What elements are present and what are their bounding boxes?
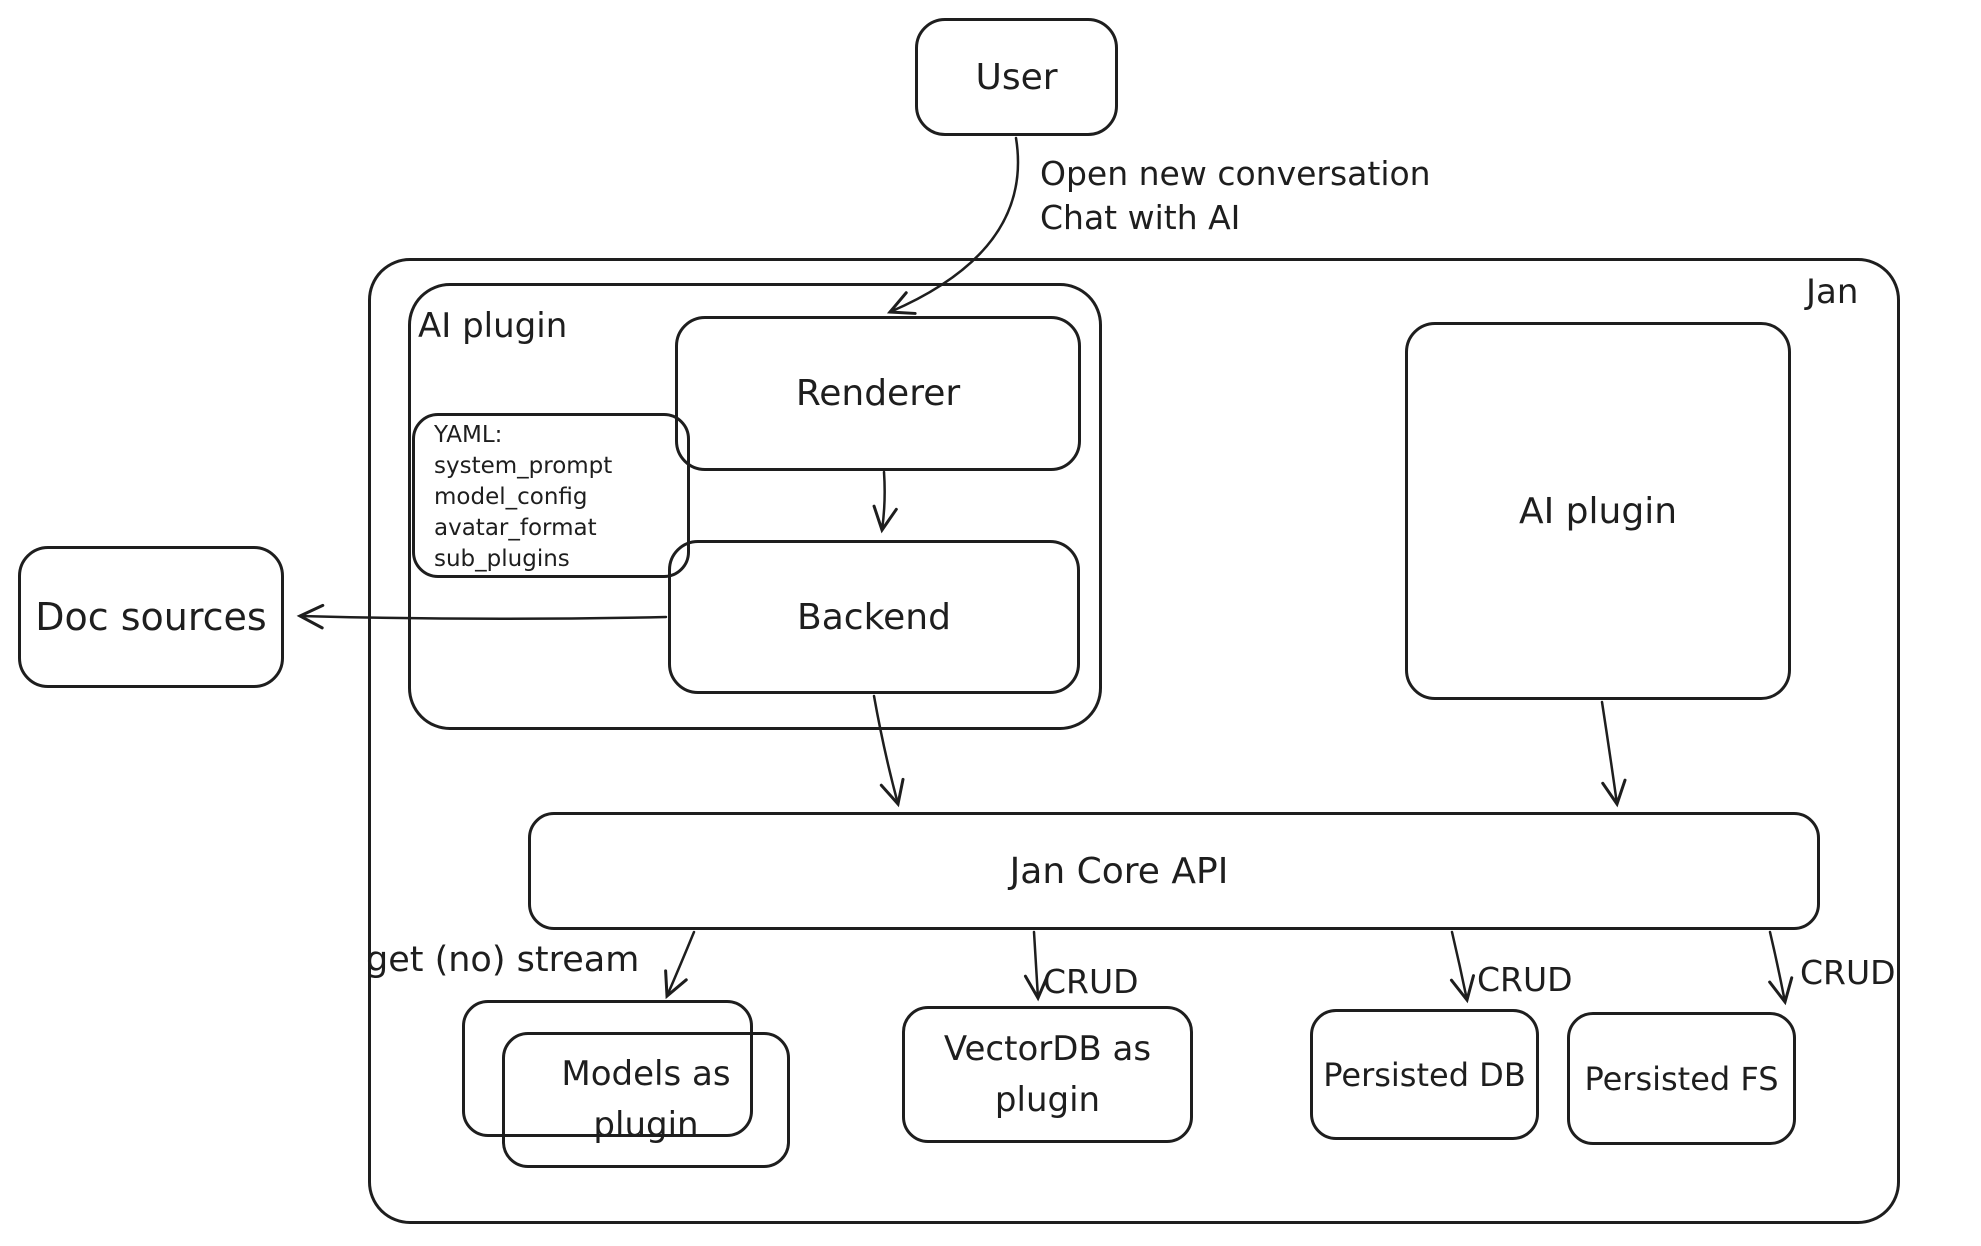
yaml-note-text: YAML: system_prompt model_config avatar_… (434, 420, 612, 575)
persisted-fs-node: Persisted FS (1567, 1012, 1796, 1145)
yaml-line: system_prompt (434, 453, 613, 479)
vectordb-node-label: VectorDB as plugin (943, 1028, 1152, 1120)
models-node: Models as plugin (502, 1032, 790, 1168)
jan-core-api-node-label: Jan Core API (1009, 850, 1229, 892)
user-node: User (915, 18, 1118, 136)
ai-plugin-container (408, 283, 1102, 730)
backend-node-label: Backend (797, 596, 951, 638)
persisted-db-node-label: Persisted DB (1323, 1055, 1526, 1094)
persisted-db-node: Persisted DB (1310, 1009, 1539, 1140)
models-node-front-border (502, 1032, 790, 1168)
ai-plugin-right-node: AI plugin (1405, 322, 1791, 700)
crud-label-vectordb: CRUD (1043, 962, 1139, 1001)
models-node-back (462, 1000, 753, 1137)
yaml-note (412, 413, 690, 578)
get-no-stream-label: get (no) stream (366, 940, 640, 980)
crud-label-persisted-fs: CRUD (1800, 953, 1896, 992)
renderer-node: Renderer (675, 316, 1081, 471)
doc-sources-node: Doc sources (18, 546, 284, 688)
ai-plugin-container-label: AI plugin (418, 306, 568, 346)
yaml-line: YAML: (434, 422, 503, 448)
vectordb-node: VectorDB as plugin (902, 1006, 1193, 1143)
yaml-line: sub_plugins (434, 546, 570, 572)
doc-sources-node-label: Doc sources (35, 595, 267, 639)
yaml-line: model_config (434, 484, 588, 510)
ai-plugin-right-node-label: AI plugin (1518, 490, 1678, 532)
user-node-label: User (975, 56, 1058, 98)
jan-core-api-node: Jan Core API (528, 812, 1820, 930)
backend-node: Backend (668, 540, 1080, 694)
renderer-node-label: Renderer (795, 373, 961, 414)
jan-container (368, 258, 1900, 1224)
user-arrow-label: Open new conversation Chat with AI (1040, 154, 1431, 237)
crud-label-persisted-db: CRUD (1477, 960, 1573, 999)
yaml-line: avatar_format (434, 515, 597, 541)
jan-container-label: Jan (1806, 272, 1859, 312)
models-node-label: Models as plugin (561, 1054, 731, 1145)
persisted-fs-node-label: Persisted FS (1584, 1059, 1779, 1098)
